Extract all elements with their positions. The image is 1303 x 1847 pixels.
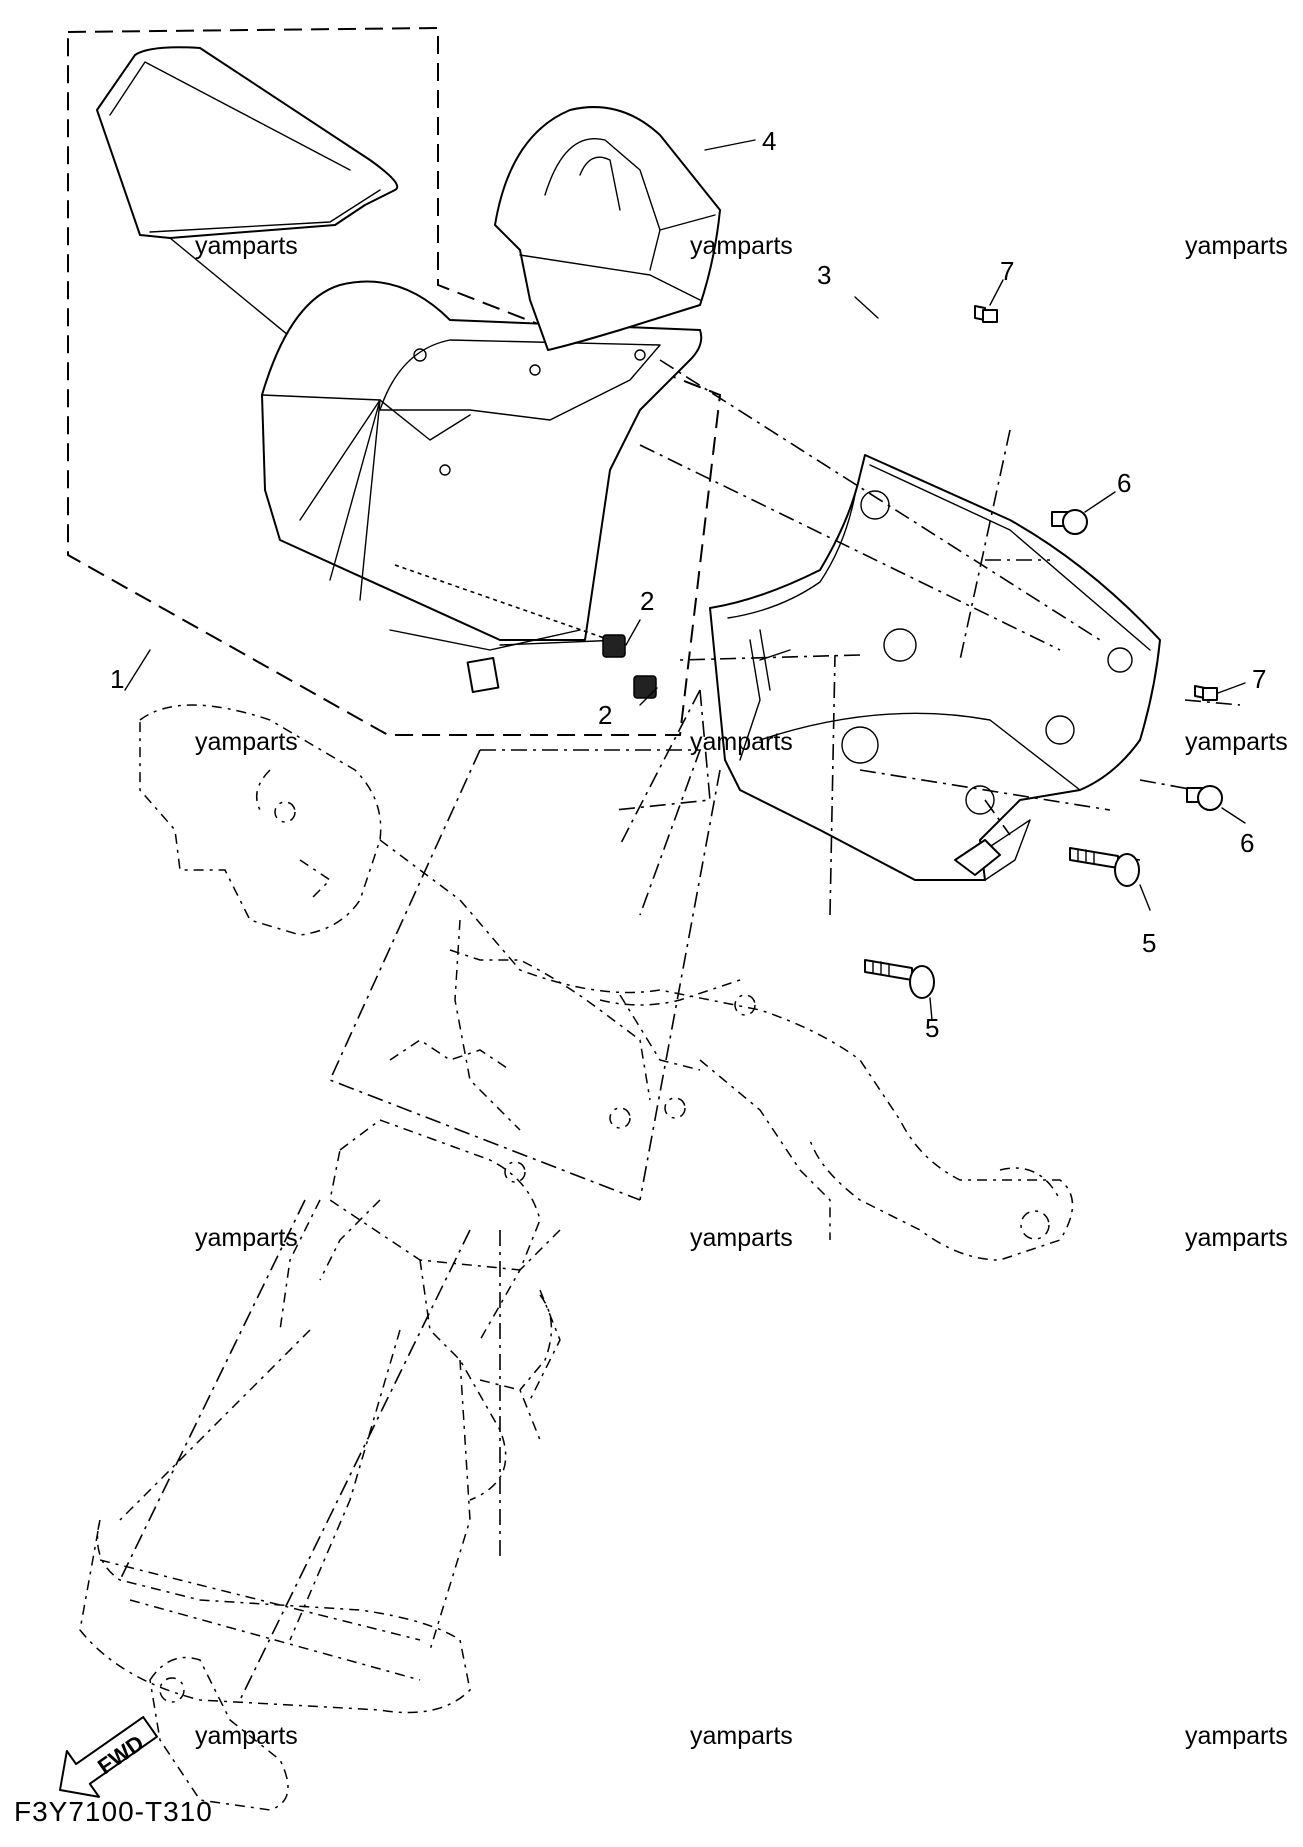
handlebar-phantom bbox=[79, 704, 1074, 1811]
watermark: yamparts bbox=[195, 1224, 298, 1252]
watermark: yamparts bbox=[690, 728, 793, 756]
nut-upper bbox=[602, 634, 626, 658]
cover-top-pad bbox=[96, 46, 399, 239]
screw-6-top bbox=[1051, 509, 1088, 535]
watermark: yamparts bbox=[195, 1722, 298, 1750]
fwd-arrow-icon bbox=[59, 1716, 158, 1798]
watermark: yamparts bbox=[1185, 1722, 1288, 1750]
meter-cover bbox=[494, 106, 721, 351]
callout-2-upper: 2 bbox=[640, 586, 655, 616]
drawing-code: F3Y7100-T310 bbox=[14, 1796, 213, 1827]
screw-7-right bbox=[1194, 685, 1218, 701]
callout-1: 1 bbox=[110, 664, 125, 694]
screw-7-top bbox=[974, 305, 998, 323]
callout-2-lower: 2 bbox=[598, 700, 613, 730]
watermark: yamparts bbox=[690, 232, 793, 260]
watermark: yamparts bbox=[195, 232, 298, 260]
front-handlebar-cover bbox=[261, 280, 703, 641]
callout-4: 4 bbox=[762, 126, 777, 156]
bolt-lower bbox=[864, 959, 935, 999]
watermark: yamparts bbox=[1185, 232, 1288, 260]
watermark: yamparts bbox=[690, 1224, 793, 1252]
watermark: yamparts bbox=[690, 1722, 793, 1750]
callout-6-lower: 6 bbox=[1240, 828, 1255, 858]
callout-5-lower: 5 bbox=[925, 1013, 940, 1043]
screw-6-right bbox=[1186, 785, 1223, 811]
callout-7-lower: 7 bbox=[1252, 664, 1267, 694]
rear-handlebar-cover bbox=[709, 454, 1161, 881]
watermark: yamparts bbox=[1185, 1224, 1288, 1252]
assembly-boundary bbox=[67, 26, 722, 736]
nut-lower bbox=[633, 675, 657, 699]
callout-5-upper: 5 bbox=[1142, 928, 1157, 958]
callout-6-upper: 6 bbox=[1117, 468, 1132, 498]
bolt-upper bbox=[1069, 847, 1140, 887]
watermark: yamparts bbox=[1185, 728, 1288, 756]
watermark: yamparts bbox=[195, 728, 298, 756]
callout-7-upper: 7 bbox=[1000, 256, 1015, 286]
callout-3: 3 bbox=[817, 260, 832, 290]
